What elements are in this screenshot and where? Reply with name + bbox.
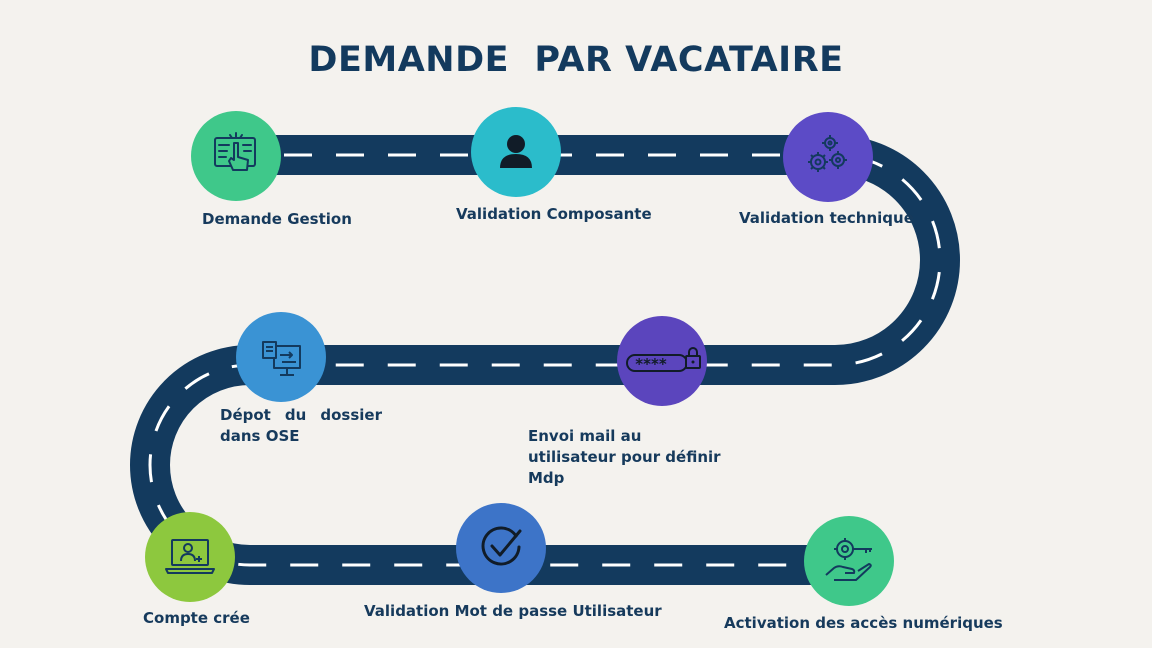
- step-circle: [617, 316, 707, 406]
- step-depot-dossier: [236, 312, 326, 402]
- step-label-depot-dossier: Dépot du dossier dans OSE: [220, 406, 382, 445]
- step-label-validation-composante: Validation Composante: [456, 205, 652, 223]
- checkmark-circle-icon: [481, 526, 522, 566]
- step-label-envoi-mail: Envoi mail au utilisateur pour définir M…: [528, 427, 721, 487]
- step-label-activation-acces: Activation des accès numériques: [724, 614, 1003, 632]
- file-transfer-monitor-icon: [262, 341, 301, 376]
- password-lock-icon: ****: [626, 347, 701, 373]
- step-demande-gestion: [191, 111, 281, 201]
- step-circle: [145, 512, 235, 602]
- step-compte-cree: [145, 512, 235, 602]
- step-circle: [456, 503, 546, 593]
- page-title: DEMANDE PAR VACATAIRE: [308, 40, 844, 80]
- step-label-validation-technique: Validation technique: [739, 209, 914, 227]
- gears-icon: [808, 135, 847, 172]
- touchscreen-hand-icon: [214, 132, 256, 171]
- svg-text:****: ****: [635, 355, 667, 373]
- hand-gear-key-icon: [825, 538, 872, 581]
- user-icon: [500, 135, 532, 168]
- step-validation-mdp: [456, 503, 546, 593]
- step-label-demande-gestion: Demande Gestion: [202, 210, 352, 228]
- step-envoi-mail: ****: [617, 316, 707, 406]
- step-circle: [783, 112, 873, 202]
- step-label-compte-cree: Compte crée: [143, 609, 250, 627]
- step-activation-acces: [804, 516, 894, 606]
- step-circle: [804, 516, 894, 606]
- step-circle: [236, 312, 326, 402]
- step-validation-composante: [471, 107, 561, 197]
- step-validation-technique: [783, 112, 873, 202]
- user-laptop-icon: [165, 539, 215, 574]
- step-label-validation-mdp: Validation Mot de passe Utilisateur: [364, 602, 662, 620]
